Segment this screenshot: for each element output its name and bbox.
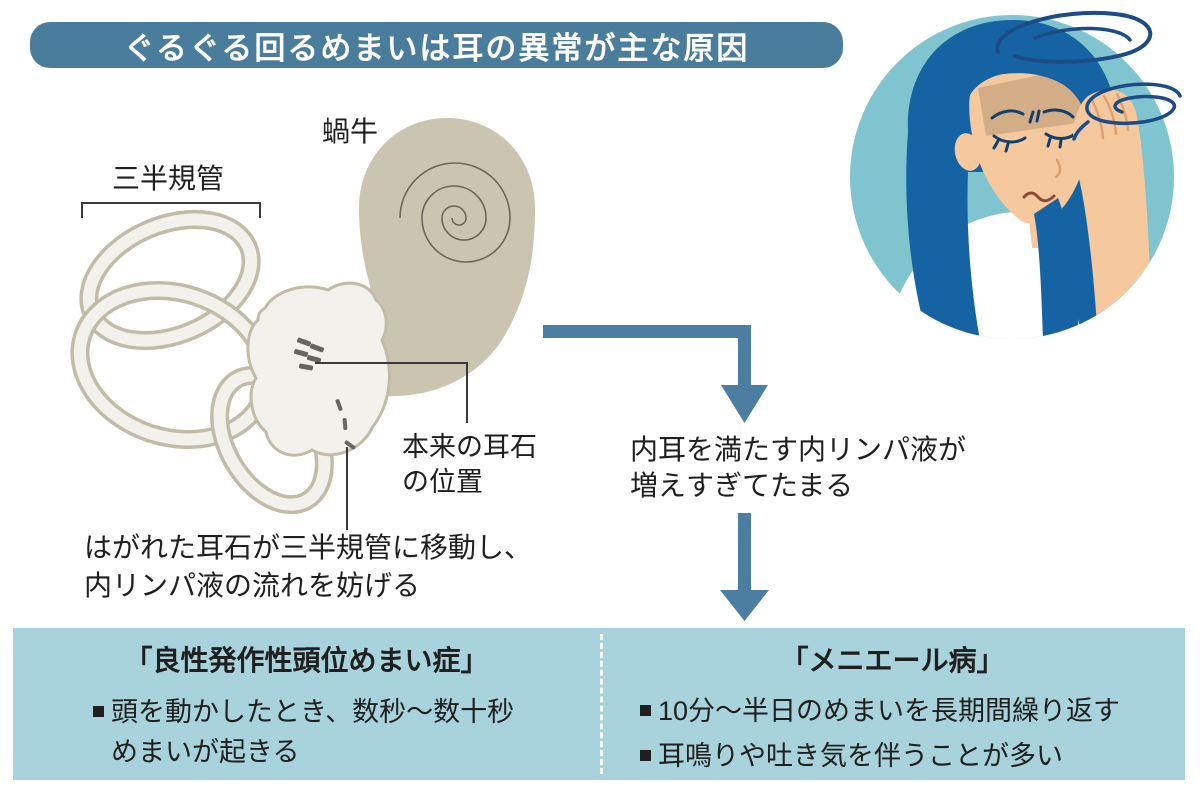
mouth-line [1022, 191, 1056, 203]
cochlea-label: 蝸牛 [322, 116, 379, 147]
panel-bppv: 「良性発作性頭位めまい症」 頭を動かしたとき、数秒〜数十秒 めまいが起きる [13, 628, 600, 780]
bppv-bullet-1-text: 頭を動かしたとき、数秒〜数十秒 めまいが起きる [111, 692, 514, 772]
title-banner: ぐるぐる回るめまいは耳の異常が主な原因 [30, 22, 843, 68]
otolith-position-line2: の位置 [402, 467, 483, 497]
bangs-shape [930, 24, 1110, 158]
detached-note-line2: 内リンパ液の流れを妨げる [84, 570, 421, 601]
canals-label: 三半規管 [112, 163, 225, 194]
canals-bracket [81, 202, 261, 218]
down-arrow-shaft [738, 513, 751, 592]
otolith-position-line1: 本来の耳石 [402, 432, 537, 462]
endolymph-note: 内耳を満たす内リンパ液が 増えすぎてたまる [630, 432, 966, 504]
page-title: ぐるぐる回るめまいは耳の異常が主な原因 [123, 30, 750, 66]
vestibule-shape [246, 281, 391, 457]
bullet-square-icon [93, 706, 104, 717]
down-arrow-head-icon [720, 590, 769, 621]
elbow-arrow-head-icon [721, 385, 768, 423]
meniere-bullet-1: 10分〜半日のめまいを長期間繰り返す [640, 691, 1185, 731]
flow-arrows [543, 325, 769, 621]
meniere-bullet-2: 耳鳴りや吐き気を伴うことが多い [640, 736, 1185, 776]
cochlea-spiral-line [399, 162, 511, 263]
otolith-leader-line [315, 362, 468, 423]
endolymph-note-line2: 増えすぎてたまる [630, 470, 854, 501]
otolith-position-label: 本来の耳石 の位置 [402, 430, 537, 500]
hair-strand-right [1034, 198, 1079, 339]
detached-otoliths [335, 399, 356, 450]
panel-meniere: 「メニエール病」 10分〜半日のめまいを長期間繰り返す 耳鳴りや吐き気を伴うこと… [600, 628, 1185, 780]
elbow-arrow-horizontal [543, 325, 738, 338]
bppv-bullet-1-line2: めまいが起きる [111, 737, 300, 767]
meniere-bullet-2-text: 耳鳴りや吐き気を伴うことが多い [658, 741, 1063, 771]
diagnosis-panels: 「良性発作性頭位めまい症」 頭を動かしたとき、数秒〜数十秒 めまいが起きる 「メ… [13, 628, 1185, 780]
nose-line [1054, 158, 1062, 179]
bppv-bullet-1-line1: 頭を動かしたとき、数秒〜数十秒 [111, 697, 515, 727]
detached-note-line1: はがれた耳石が三半規管に移動し、 [84, 532, 533, 563]
bppv-title: 「良性発作性頭位めまい症」 [124, 645, 489, 676]
detached-otolith-note: はがれた耳石が三半規管に移動し、 内リンパ液の流れを妨げる [84, 529, 532, 605]
dizzy-swirl-icon [995, 10, 1182, 141]
face-features [990, 108, 1077, 153]
otolith-cluster [293, 337, 325, 371]
hand-arm-shape [1073, 89, 1152, 339]
dizzy-person-illustration [850, 10, 1182, 339]
bullet-square-icon [640, 750, 651, 761]
meniere-title: 「メニエール病」 [780, 645, 1005, 676]
elbow-arrow-vertical [738, 325, 751, 387]
meniere-bullet-1-text: 10分〜半日のめまいを長期間繰り返す [658, 696, 1121, 726]
bppv-bullet-1: 頭を動かしたとき、数秒〜数十秒 めまいが起きる [93, 692, 600, 772]
endolymph-note-line1: 内耳を満たす内リンパ液が [630, 434, 967, 465]
inner-ear-illustration [70, 118, 535, 530]
bullet-square-icon [640, 705, 651, 716]
panel-divider [600, 634, 603, 774]
